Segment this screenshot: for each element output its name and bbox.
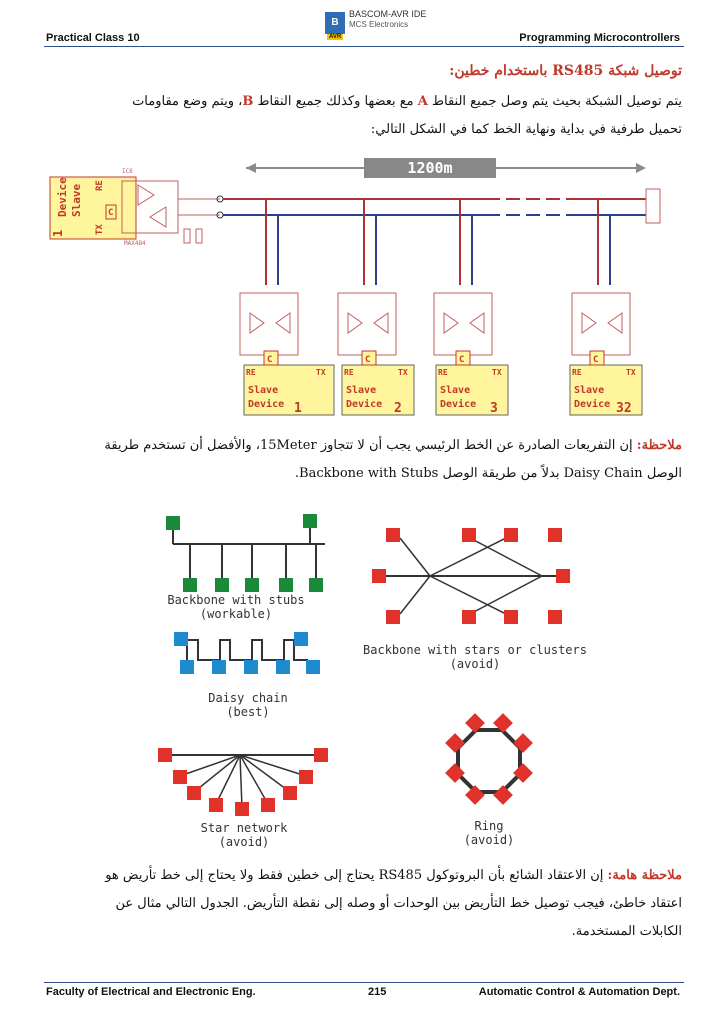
- topology-star: Star network (avoid): [158, 748, 328, 849]
- note1-line1: ملاحظة: إن التفريعات الصادرة عن الخط الر…: [46, 432, 682, 460]
- svg-text:TX: TX: [398, 368, 408, 377]
- note2-line3: الكابلات المستخدمة.: [571, 924, 682, 939]
- topologies-figure: Backbone with stubs (workable) Daisy cha…: [158, 514, 587, 849]
- note2-line2: اعتقاد خاطئ، فيجب توصيل خط التأريض بين ا…: [115, 896, 682, 911]
- topo-1-name: Daisy chain: [208, 691, 287, 705]
- topology-stars-clusters: Backbone with stars or clusters (avoid): [363, 528, 587, 671]
- point-b: B: [242, 94, 254, 109]
- svg-text:C: C: [267, 355, 272, 365]
- banner-arrowhead-right: [636, 163, 646, 173]
- master-chip-name: MAX484: [124, 240, 146, 247]
- slave-3-label1: Slave: [440, 385, 470, 396]
- logo-sub: AVR: [327, 34, 344, 40]
- para1-line2: تحميل طرفية في بداية ونهاية الخط كما في …: [370, 122, 682, 137]
- length-box: [364, 158, 496, 178]
- page-number: 215: [368, 986, 387, 998]
- logo-badge: B: [325, 12, 345, 34]
- slave-32-num: 32: [616, 401, 632, 416]
- note2-label: ملاحظة هامة:: [607, 868, 682, 883]
- note1-text: إن التفريعات الصادرة عن الخط الرئيسي يجب…: [104, 438, 637, 453]
- note1-line2: الوصل Daisy Chain بدلاً من طريقة الوصل B…: [294, 466, 682, 481]
- para1-text-a: يتم توصيل الشبكة بحيث يتم وصل جميع النقا…: [427, 94, 682, 109]
- master-receiver: [149, 206, 167, 228]
- bus-lines: [223, 188, 661, 224]
- svg-text:TX: TX: [316, 368, 326, 377]
- svg-text:C: C: [365, 355, 370, 365]
- slave-node-1: C RE TX Slave Device 1: [239, 199, 335, 416]
- logo-line2: MCS Electronics: [349, 20, 409, 29]
- footer-left: Faculty of Electrical and Electronic Eng…: [46, 986, 256, 998]
- para1-text-b: مع بعضها وكذلك جميع النقاط: [253, 94, 418, 109]
- slave-2-label2: Device: [346, 398, 382, 410]
- master-label1: Device: [56, 177, 69, 217]
- master-chip: [121, 180, 179, 234]
- slave-3-num: 3: [490, 401, 498, 416]
- slave-1-num: 1: [294, 401, 302, 416]
- svg-text:TX: TX: [626, 368, 636, 377]
- svg-text:C: C: [593, 355, 598, 365]
- note1: ملاحظة: إن التفريعات الصادرة عن الخط الر…: [46, 432, 682, 488]
- rs485-bus-diagram: 1200m Device Slave 1 RE TX C IC6 MAX484 …: [49, 158, 661, 416]
- slave-node-32: C RE TX Slave Device 32: [569, 199, 643, 416]
- header-left: Practical Class 10: [46, 32, 140, 44]
- header-right: Programming Microcontrollers: [519, 32, 680, 44]
- topo-4-note: (avoid): [464, 833, 515, 847]
- master-label2: Slave: [70, 184, 83, 217]
- svg-text:TX: TX: [492, 368, 502, 377]
- slave-3-label2: Device: [440, 398, 476, 410]
- slave-1-label2: Device: [248, 398, 284, 410]
- para1-line1: يتم توصيل الشبكة بحيث يتم وصل جميع النقا…: [46, 88, 682, 116]
- master-c-box: [105, 204, 117, 220]
- master-c: C: [108, 208, 113, 218]
- master-driver: [137, 184, 155, 206]
- slave-2-num: 2: [394, 401, 402, 416]
- section-title: توصيل شبكة RS485 باستخدام خطين:: [449, 63, 682, 79]
- topo-2-note: (avoid): [219, 835, 270, 849]
- master-re: RE: [95, 180, 105, 191]
- note2-line1: ملاحظة هامة: إن الاعتقاد الشائع بأن البر…: [46, 862, 682, 890]
- topology-backbone-stubs: Backbone with stubs (workable): [166, 514, 325, 621]
- footer-divider: [44, 982, 684, 983]
- logo-line1: BASCOM-AVR IDE: [349, 9, 427, 19]
- svg-text:RE: RE: [344, 368, 354, 377]
- svg-text:RE: RE: [246, 368, 256, 377]
- topo-2-name: Star network: [201, 821, 288, 835]
- slave-32-label2: Device: [574, 398, 610, 410]
- svg-text:RE: RE: [438, 368, 448, 377]
- point-a: A: [417, 94, 428, 109]
- header-divider: [44, 46, 684, 47]
- topo-3-name: Backbone with stars or clusters: [363, 643, 587, 657]
- topo-0-note: (workable): [200, 607, 272, 621]
- topology-daisy-chain: Daisy chain (best): [174, 632, 320, 719]
- topo-0-name: Backbone with stubs: [167, 593, 304, 607]
- para1-text-c: ، ويتم وضع مقاومات: [132, 94, 243, 109]
- footer-right: Automatic Control & Automation Dept.: [478, 986, 680, 998]
- topology-ring: Ring (avoid): [445, 713, 533, 847]
- bascom-logo: B BASCOM-AVR IDE MCS Electronics AVR: [325, 6, 430, 40]
- slave-32-label1: Slave: [574, 385, 604, 396]
- topo-1-note: (best): [226, 705, 269, 719]
- slave-1-label1: Slave: [248, 385, 278, 396]
- topo-4-name: Ring: [475, 819, 504, 833]
- banner-arrowhead-left: [246, 163, 256, 173]
- master-ic: IC6: [122, 168, 133, 175]
- slave-node-3: C RE TX Slave Device 3: [433, 199, 509, 416]
- length-label: 1200m: [407, 159, 452, 177]
- master-resistor: [183, 228, 191, 244]
- page-header: Practical Class 10 B BASCOM-AVR IDE MCS …: [0, 0, 728, 50]
- note2-text: إن الاعتقاد الشائع بأن البروتوكول RS485 …: [105, 868, 608, 883]
- note1-label: ملاحظة:: [636, 438, 682, 453]
- master-tx: TX: [95, 224, 105, 235]
- svg-text:C: C: [459, 355, 464, 365]
- topo-3-note: (avoid): [450, 657, 501, 671]
- note2: ملاحظة هامة: إن الاعتقاد الشائع بأن البر…: [46, 862, 682, 946]
- para1: يتم توصيل الشبكة بحيث يتم وصل جميع النقا…: [46, 88, 682, 144]
- master-cap: [195, 228, 203, 244]
- slave-2-label1: Slave: [346, 385, 376, 396]
- master-num: 1: [51, 230, 65, 237]
- svg-text:RE: RE: [572, 368, 582, 377]
- slave-node-2: C RE TX Slave Device 2: [337, 199, 415, 416]
